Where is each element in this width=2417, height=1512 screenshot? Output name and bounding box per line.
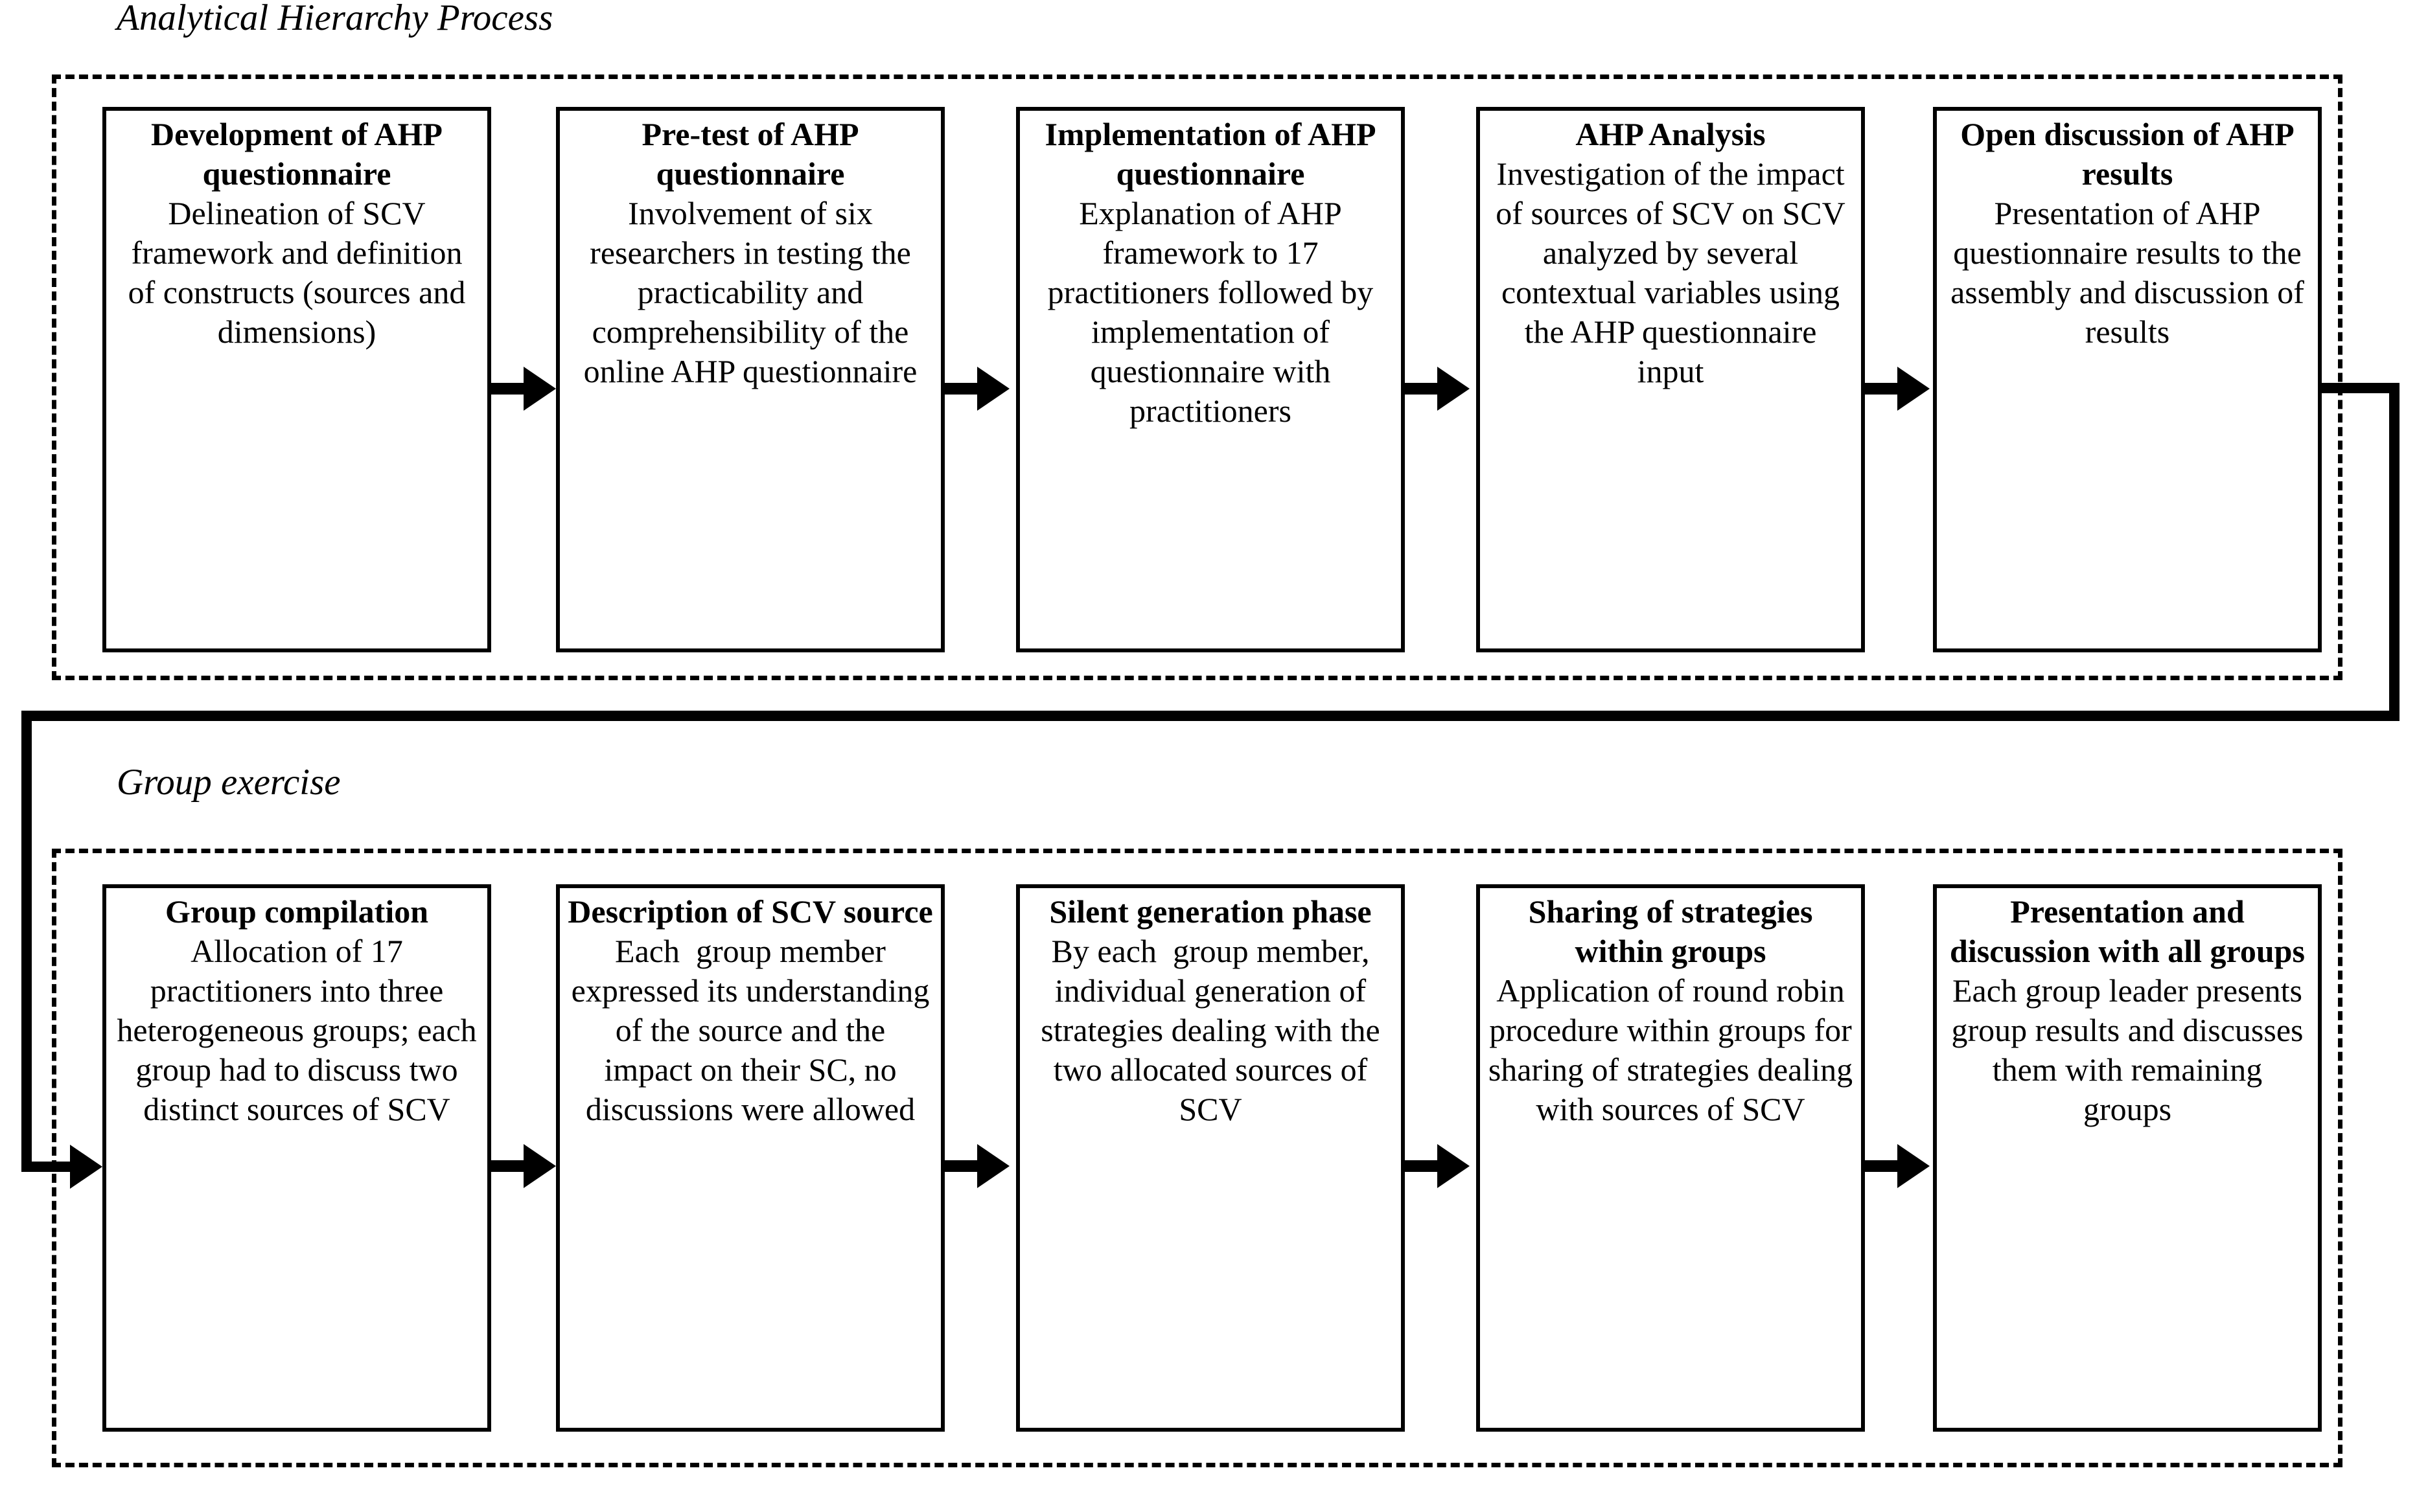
process-box-title: AHP Analysis: [1575, 116, 1766, 152]
dashed-container-analytical-hierarchy-process: [52, 74, 2342, 680]
connector-segment-vertical: [2389, 383, 2400, 721]
process-box-description: Each group leader presents group results…: [1951, 972, 2311, 1127]
process-box-description: Delineation of SCV framework and definit…: [128, 195, 474, 350]
process-box-implementation-of-ahp-questionnaire: Implementation of AHP questionnaire Expl…: [1016, 107, 1405, 652]
arrow-right-icon: [70, 1145, 102, 1189]
process-box-title: Development of AHP questionnaire: [151, 116, 443, 192]
dashed-container-group-exercise: [52, 849, 2342, 1467]
process-box-description: Presentation of AHP questionnaire result…: [1950, 195, 2313, 350]
connector-segment-horizontal: [21, 1162, 70, 1172]
connector-segment-horizontal: [21, 711, 2400, 721]
process-box-pre-test-of-ahp-questionnaire: Pre-test of AHP questionnaire Involvemen…: [556, 107, 945, 652]
process-box-group-compilation: Group compilation Allocation of 17 pract…: [102, 884, 491, 1432]
process-box-silent-generation-phase: Silent generation phase By each group me…: [1016, 884, 1405, 1432]
process-box-description: Explanation of AHP framework to 17 pract…: [1047, 195, 1382, 429]
section-label-analytical-hierarchy-process: Analytical Hierarchy Process: [117, 0, 553, 38]
connector-segment-horizontal: [2322, 383, 2400, 393]
process-box-title: Description of SCV source: [568, 893, 933, 930]
process-box-sharing-of-strategies-within-groups: Sharing of strategies within groups Appl…: [1476, 884, 1865, 1432]
process-box-title: Silent generation phase: [1049, 893, 1372, 930]
process-box-title: Group compilation: [165, 893, 429, 930]
process-box-ahp-analysis: AHP Analysis Investigation of the impact…: [1476, 107, 1865, 652]
process-box-title: Pre-test of AHP questionnaire: [642, 116, 859, 192]
process-box-description: Allocation of 17 practitioners into thre…: [117, 933, 485, 1127]
process-box-description: Investigation of the impact of sources o…: [1496, 155, 1854, 389]
process-box-title: Open discussion of AHP results: [1960, 116, 2295, 192]
section-label-group-exercise: Group exercise: [117, 762, 341, 803]
process-box-description: By each group member, individual generat…: [1041, 933, 1389, 1127]
process-box-development-of-ahp-questionnaire: Development of AHP questionnaire Delinea…: [102, 107, 491, 652]
process-box-title: Presentation and discussion with all gro…: [1950, 893, 2305, 969]
process-box-description: Application of round robin procedure wit…: [1488, 972, 1861, 1127]
process-box-open-discussion-of-ahp-results: Open discussion of AHP results Presentat…: [1933, 107, 2322, 652]
process-box-title: Sharing of strategies within groups: [1528, 893, 1813, 969]
connector-segment-vertical: [21, 711, 32, 1172]
process-box-title: Implementation of AHP questionnaire: [1045, 116, 1376, 192]
process-box-description: Involvement of six researchers in testin…: [583, 195, 919, 389]
process-box-presentation-and-discussion-with-all-groups: Presentation and discussion with all gro…: [1933, 884, 2322, 1432]
process-box-description-of-scv-source: Description of SCV source Each group mem…: [556, 884, 945, 1432]
process-box-description: Each group member expressed its understa…: [571, 933, 938, 1127]
